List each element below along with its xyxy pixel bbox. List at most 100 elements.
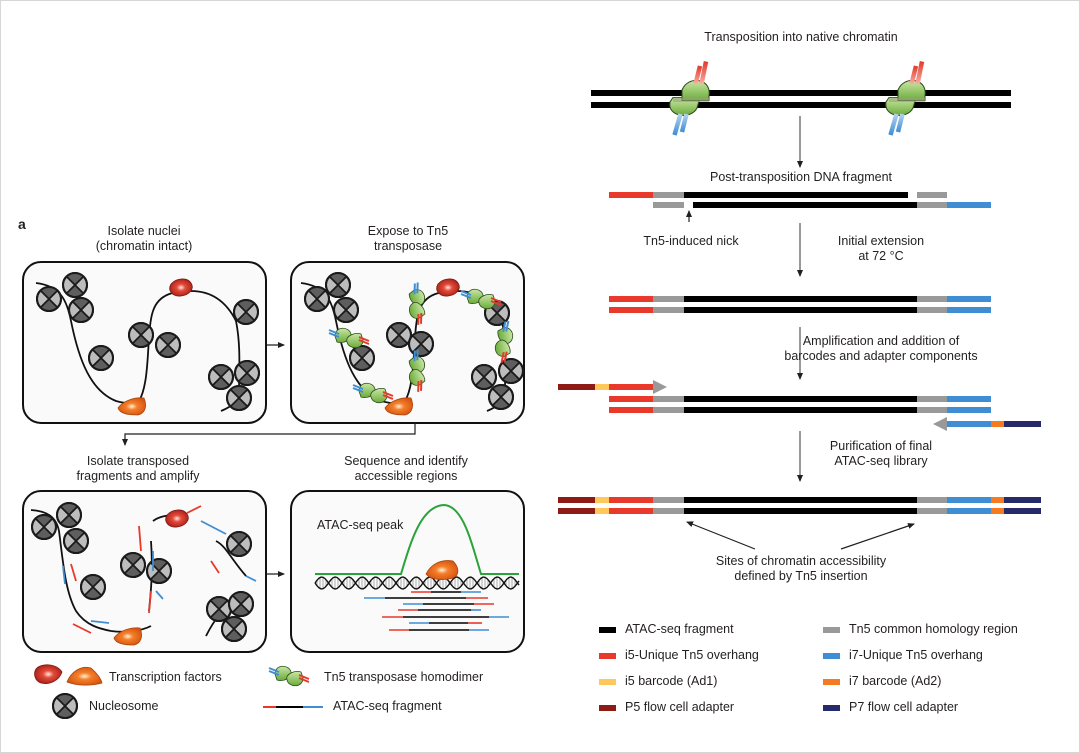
step-purification: Purification of final ATAC-seq library [830, 439, 932, 469]
bar-segment-homology [917, 407, 947, 413]
nucleosome-icon [304, 285, 330, 313]
step-title-line: fragments and amplify [76, 469, 200, 483]
bar-segment-homology [917, 192, 947, 198]
nucleosome-icon [488, 383, 514, 411]
step-title-line: Isolate transposed [86, 454, 190, 468]
nucleosome-icon [62, 271, 88, 299]
legend-item-label: Tn5 common homology region [849, 622, 1018, 636]
legend-item-label: ATAC-seq fragment [625, 622, 734, 636]
legend-item-label: i5-Unique Tn5 overhang [625, 648, 759, 662]
bar-segment-homology [653, 508, 684, 514]
nucleosome-icon [206, 595, 232, 623]
step-title-amplify: Isolate transposed fragments and amplify [77, 454, 200, 484]
step-line: defined by Tn5 insertion [734, 569, 868, 583]
accessibility-arrow-right [840, 523, 915, 550]
helix-strand [314, 576, 520, 590]
nick-label: Tn5-induced nick [643, 234, 739, 248]
step-line: at 72 °C [858, 249, 904, 263]
nucleosome-icon [471, 363, 497, 391]
bar-segment-p7 [1004, 508, 1041, 514]
legend-tf-red-icon [34, 664, 63, 684]
bar-segment-i5-overhang [609, 497, 653, 503]
box2-chromatin [300, 271, 524, 416]
nucleosome-icon [349, 344, 375, 372]
bar-segment-i7-overhang [947, 396, 991, 402]
bar-segment-homology [917, 202, 947, 208]
step-title-expose-tn5: Expose to Tn5 transposase [368, 224, 448, 254]
reverse-primer-arrowhead [933, 417, 947, 431]
bar-segment-homology [653, 307, 684, 313]
step-title-line: transposase [373, 239, 443, 253]
bar-segment-p5 [558, 497, 595, 503]
atac-seq-peak-curve [315, 503, 519, 575]
bar-segment-fragment [684, 296, 917, 302]
bar-segment-homology [653, 497, 684, 503]
box4-peak [314, 503, 520, 631]
nucleosome-icon [68, 296, 94, 324]
bar-segment-fragment [684, 407, 917, 413]
step-transposition: Transposition into native chromatin [704, 30, 898, 44]
bar-segment-i5-overhang [609, 508, 653, 514]
transcription-factor-orange-icon [113, 627, 142, 646]
step-line: Sites of chromatin accessibility [715, 554, 887, 568]
nucleosome-icon [333, 296, 359, 324]
arrow-box2-to-box3 [122, 423, 416, 446]
bar-segment-i5-barcode [595, 384, 609, 390]
bar-segment-i7-overhang [947, 296, 991, 302]
step-line: ATAC-seq library [834, 454, 928, 468]
nucleosome-icon [31, 513, 57, 541]
tn5-homodimer-icon [669, 61, 710, 136]
transcription-factor-orange-icon [384, 397, 413, 416]
legend-tf-orange-icon [66, 666, 103, 686]
bar-segment-homology [917, 508, 947, 514]
nucleosome-icon [228, 590, 254, 618]
step-post-transposition: Post-transposition DNA fragment [709, 170, 893, 184]
accessibility-sites-label: Sites of chromatin accessibility defined… [716, 554, 886, 584]
legend-item-label: P7 flow cell adapter [849, 700, 959, 714]
bar-segment-homology [917, 396, 947, 402]
bar-segment-homology [917, 307, 947, 313]
bar-segment-i5-overhang [609, 396, 653, 402]
nucleosome-icon [233, 298, 259, 326]
bar-segment-i7-barcode [991, 497, 1004, 503]
forward-primer-arrowhead [653, 380, 667, 394]
nucleosome-icon [80, 573, 106, 601]
nucleosome-icon [234, 359, 260, 387]
step-title-line: accessible regions [354, 469, 458, 483]
transcription-factor-orange-icon [117, 397, 146, 416]
bar-segment-fragment [684, 508, 917, 514]
bar-segment-i7-overhang [947, 497, 991, 503]
nucleosome-icon [128, 321, 154, 349]
step-line: Purification of final [829, 439, 933, 453]
nucleosome-icon [226, 384, 252, 412]
nucleosome-icon [88, 344, 114, 372]
step-title-line: Expose to Tn5 [367, 224, 449, 238]
legend-swatch [599, 705, 616, 711]
nucleosome-icon [56, 501, 82, 529]
nucleosome-icon [325, 271, 351, 299]
accessibility-arrow-left [686, 521, 756, 550]
atac-seq-peak-label: ATAC-seq peak [317, 518, 404, 532]
legend-swatch [823, 679, 840, 685]
legend-swatch [823, 653, 840, 659]
step-title-line: Isolate nuclei [107, 224, 181, 238]
tn5-homodimer-icon [885, 61, 926, 136]
bar-segment-i7-overhang [947, 307, 991, 313]
fragment-bars [558, 192, 1041, 514]
panel-letter: a [18, 216, 26, 232]
bar-segment-i5-overhang [609, 192, 653, 198]
native-chromatin [591, 61, 1011, 136]
dna-double-helix-icon [314, 576, 520, 590]
bar-segment-i5-overhang [609, 407, 653, 413]
nucleosome-icon [63, 527, 89, 555]
bar-segment-fragment [684, 192, 908, 198]
bar-segment-i7-overhang [947, 407, 991, 413]
legend-swatch [599, 653, 616, 659]
legend-item-label: i7-Unique Tn5 overhang [849, 648, 983, 662]
legend-atac-fragment: ATAC-seq fragment [333, 699, 442, 713]
bar-segment-homology [653, 396, 684, 402]
legend-right-swatches [599, 627, 840, 711]
nucleosome-icon [36, 285, 62, 313]
